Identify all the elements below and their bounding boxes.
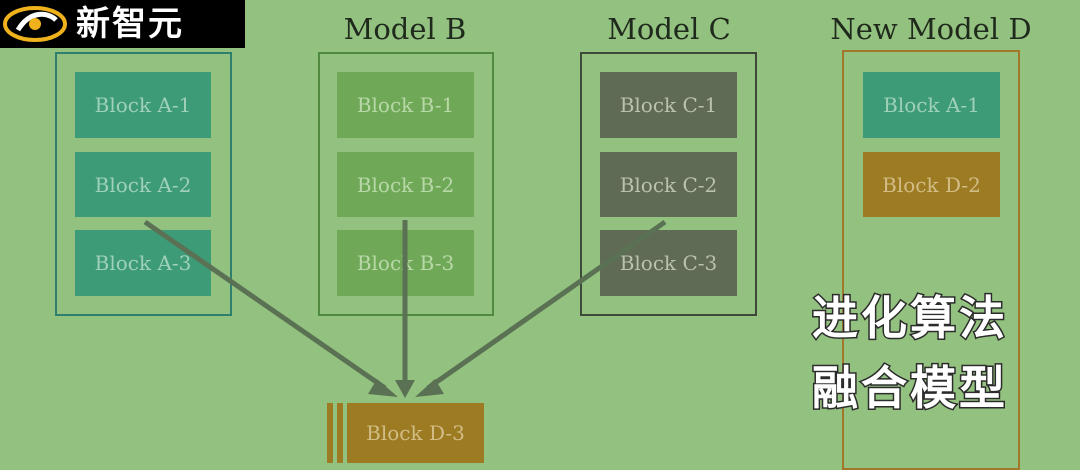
arrowhead-c3 [415,379,444,397]
model-d-block-a-1: Block A-1 [863,72,1000,138]
merged-block-edge-1 [327,403,333,463]
model-c-box [580,52,757,316]
arrowhead-b3 [395,380,415,398]
arrowhead-a3 [368,379,398,397]
block-d-3: Block D-3 [347,403,484,463]
block-b-3: Block B-3 [337,230,474,296]
overlay-caption-line-1: 进化算法 [811,290,1008,347]
brand-logo-text: 新智元 [76,4,184,44]
block-b-2: Block B-2 [337,152,474,217]
block-a-2: Block A-2 [75,152,211,217]
block-c-2: Block C-2 [600,152,737,217]
brand-logo: 新智元 [0,0,245,48]
model-d-block-d-2: Block D-2 [863,152,1000,217]
model-d-title: New Model D [830,12,1032,46]
overlay-caption-line-2: 融合模型 [811,360,1008,417]
model-a-box [55,52,232,316]
brand-swirl-icon [3,6,67,42]
block-c-3: Block C-3 [600,230,737,296]
model-c-title: Model C [607,12,731,46]
block-b-1: Block B-1 [337,72,474,138]
model-b-title: Model B [343,12,467,46]
block-c-1: Block C-1 [600,72,737,138]
merged-block-edge-2 [337,403,343,463]
block-a-1: Block A-1 [75,72,211,138]
block-a-3: Block A-3 [75,230,211,296]
